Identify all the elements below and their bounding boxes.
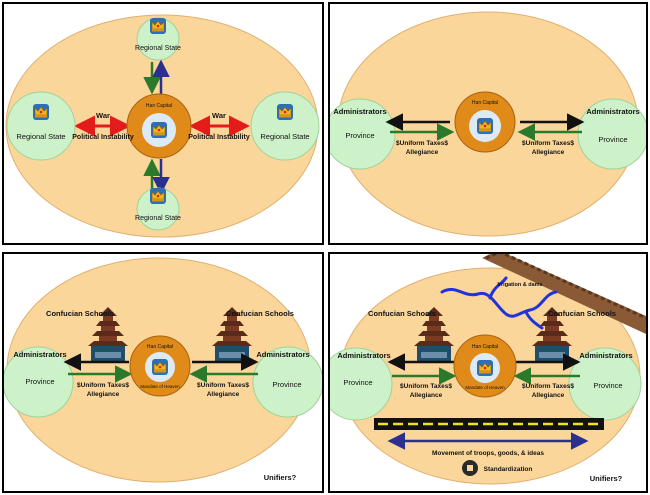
province-left (4, 346, 74, 418)
irrigation-label: Irrigation & dams (497, 282, 542, 288)
left-instability-label: Political Instability (72, 134, 134, 141)
right-province-label: Province (593, 381, 622, 390)
capital-label: Han Capital (472, 100, 498, 106)
left-admin-label: Administrators (333, 107, 386, 116)
left-allegiance-label: Allegiance (406, 149, 439, 156)
right-taxes-label: $Uniform Taxes$ (197, 382, 249, 389)
left-state-label: Regional State (16, 132, 65, 141)
river-icon (440, 276, 558, 330)
crown-icon (476, 359, 494, 377)
right-war-label: War (212, 111, 226, 120)
unifiers-label: Unifiers? (264, 473, 297, 482)
right-admin-label: Administrators (579, 351, 632, 360)
left-allegiance-label: Allegiance (410, 392, 443, 399)
province-left (330, 98, 396, 170)
left-schools-label: Confucian Schools (46, 309, 114, 318)
capital-label: Han Capital (472, 344, 498, 350)
right-taxes-label: $Uniform Taxes$ (522, 140, 574, 147)
mandate-label: Mandate of Heaven (465, 385, 505, 390)
panel-confucian-schools: Han Capital Mandate of Heaven Confucian … (2, 252, 324, 493)
right-instability-label: Political Instability (188, 134, 250, 141)
movement-label: Movement of troops, goods, & ideas (432, 450, 544, 457)
unifiers-label: Unifiers? (590, 474, 623, 483)
right-taxes-label: $Uniform Taxes$ (522, 383, 574, 390)
left-province-label: Province (25, 377, 54, 386)
crown-icon (32, 103, 50, 121)
crown-icon (149, 17, 167, 35)
right-state-label: Regional State (260, 132, 309, 141)
province-right (568, 347, 642, 421)
left-war-label: War (96, 111, 110, 120)
bottom-state-label: Regional State (135, 215, 181, 222)
province-right (252, 346, 322, 418)
regional-state-left (6, 91, 76, 161)
right-province-label: Province (598, 135, 627, 144)
left-admin-label: Administrators (13, 350, 66, 359)
crown-icon (476, 117, 494, 135)
right-allegiance-label: Allegiance (532, 149, 565, 156)
left-admin-label: Administrators (337, 351, 390, 360)
left-allegiance-label: Allegiance (87, 391, 120, 398)
panel-regional-states: Han Capital Regional State Regional Stat… (2, 2, 324, 245)
great-wall-icon (482, 254, 646, 334)
left-taxes-label: $Uniform Taxes$ (400, 383, 452, 390)
right-admin-label: Administrators (586, 107, 639, 116)
coin-icon (462, 460, 478, 476)
crown-icon (150, 121, 168, 139)
right-schools-label: Confucian Schools (226, 309, 294, 318)
left-taxes-label: $Uniform Taxes$ (77, 382, 129, 389)
right-admin-label: Administrators (256, 350, 309, 359)
right-allegiance-label: Allegiance (207, 391, 240, 398)
left-taxes-label: $Uniform Taxes$ (396, 140, 448, 147)
crown-icon (149, 187, 167, 205)
panel-standardization: Irrigation & dams Han Capital Mandate of… (328, 252, 648, 493)
province-left (330, 347, 393, 421)
capital-label: Han Capital (146, 103, 172, 109)
left-province-label: Province (345, 131, 374, 140)
top-state-label: Regional State (135, 45, 181, 52)
crown-icon (276, 103, 294, 121)
right-allegiance-label: Allegiance (532, 392, 565, 399)
left-province-label: Province (343, 378, 372, 387)
road-icon (374, 418, 604, 430)
right-schools-label: Confucian Schools (548, 309, 616, 318)
left-schools-label: Confucian Schools (368, 309, 436, 318)
mandate-label: Mandate of Heaven (140, 384, 180, 389)
right-province-label: Province (272, 380, 301, 389)
capital-label: Han Capital (147, 344, 173, 350)
standardization-label: Standardization (484, 466, 533, 473)
crown-icon (151, 358, 169, 376)
regional-state-right (250, 91, 320, 161)
panel-provinces: Han Capital Administrators Administrator… (328, 2, 648, 245)
province-right (577, 98, 646, 170)
